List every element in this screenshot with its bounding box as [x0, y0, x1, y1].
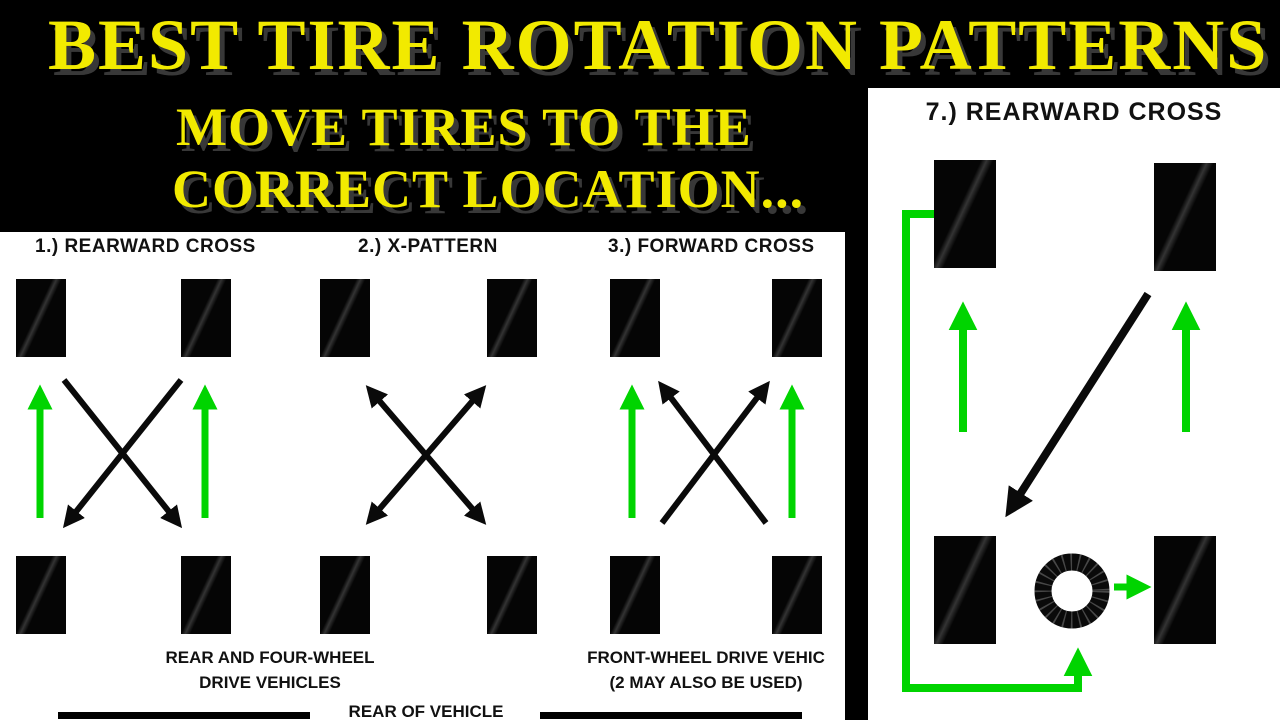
spare-tire-icon	[1034, 553, 1110, 629]
d1-cross-arrow-to-rear-right	[61, 378, 183, 529]
rp-tire-rear-right	[1154, 536, 1216, 644]
diagram1-caption-line2: DRIVE VEHICLES	[199, 673, 341, 692]
d3-tire-rear-left	[610, 556, 660, 634]
subtitle-line-1: MOVE TIRES TO THE	[176, 97, 752, 157]
diagram3-label: 3.) FORWARD CROSS	[608, 236, 815, 257]
d2-tire-rear-right	[487, 556, 537, 634]
subtitle-band	[0, 88, 868, 232]
d3-tire-front-left	[610, 279, 660, 357]
diagram3-caption-line2: (2 MAY ALSO BE USED)	[609, 673, 803, 692]
rp-diagonal-arrow	[1005, 291, 1152, 518]
d2-tire-front-left	[320, 279, 370, 357]
diagram3-caption: FRONT-WHEEL DRIVE VEHIC (2 MAY ALSO BE U…	[560, 645, 852, 695]
d1-tire-rear-left	[16, 556, 66, 634]
subtitle-line-2: CORRECT LOCATION...	[172, 159, 805, 219]
page-title: BEST TIRE ROTATION PATTERNS	[48, 5, 1269, 85]
d2-tire-rear-left	[320, 556, 370, 634]
diagram3-caption-line1: FRONT-WHEEL DRIVE VEHIC	[587, 648, 825, 667]
d1-cross-arrow-to-rear-left	[62, 378, 184, 529]
d1-tire-rear-right	[181, 556, 231, 634]
diagram2-label: 2.) X-PATTERN	[358, 236, 498, 257]
panel-divider	[845, 232, 868, 720]
d3-tire-front-right	[772, 279, 822, 357]
d2-x-arrow-2	[365, 385, 487, 525]
diagram1-caption-line1: REAR AND FOUR-WHEEL	[165, 648, 375, 667]
rear-of-vehicle-line-left	[58, 712, 310, 719]
diagram1-caption: REAR AND FOUR-WHEEL DRIVE VEHICLES	[120, 645, 420, 695]
d2-x-arrow-1	[365, 385, 487, 525]
d1-tire-front-left	[16, 279, 66, 357]
diagram1-label: 1.) REARWARD CROSS	[35, 236, 256, 257]
rear-of-vehicle-label: REAR OF VEHICLE	[348, 702, 504, 720]
rp-tire-front-right	[1154, 163, 1216, 271]
d3-cross-arrow-to-front-right	[659, 380, 770, 525]
d2-tire-front-right	[487, 279, 537, 357]
rear-of-vehicle-line-right	[540, 712, 802, 719]
spare-tire-tread-texture	[1034, 553, 1110, 629]
right-panel-label: 7.) REARWARD CROSS	[925, 98, 1223, 126]
title-band	[0, 0, 1280, 88]
d3-cross-arrow-to-front-left	[658, 380, 769, 525]
rp-tire-front-left	[934, 160, 996, 268]
rp-tire-rear-left	[934, 536, 996, 644]
d1-tire-front-right	[181, 279, 231, 357]
d3-tire-rear-right	[772, 556, 822, 634]
